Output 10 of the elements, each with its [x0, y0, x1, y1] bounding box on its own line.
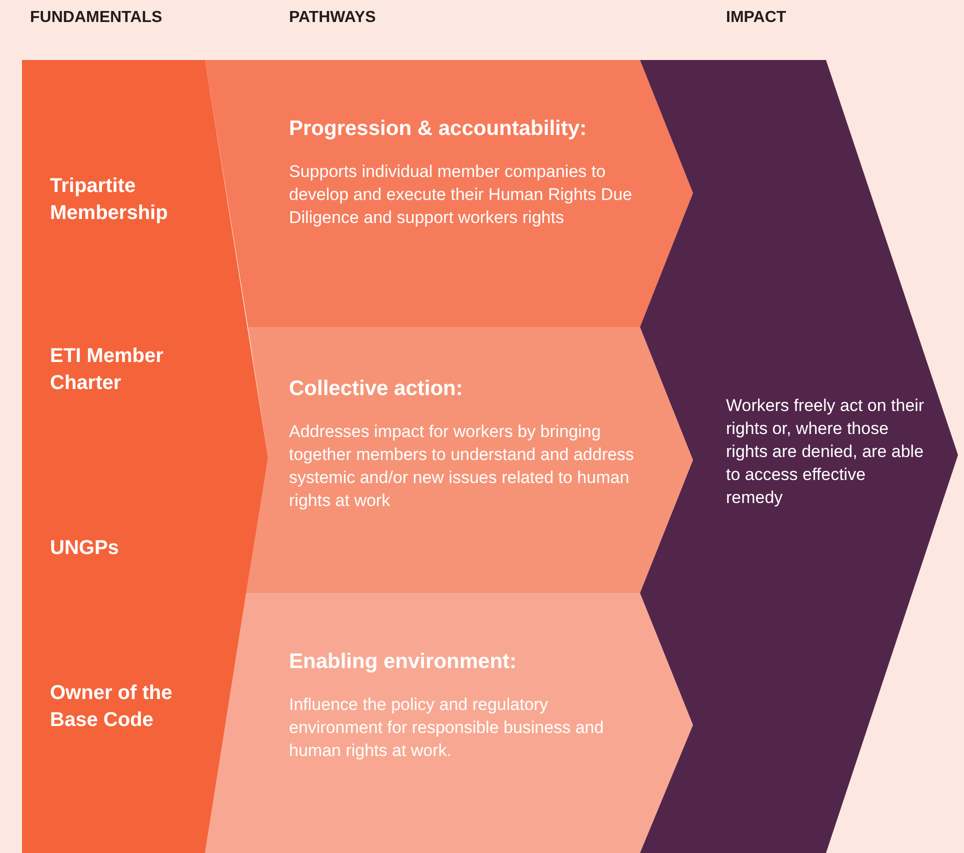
- pathway-description: Addresses impact for workers by bringing together members to understand and address systemic and/or new issues related to human rights at work: [289, 421, 635, 512]
- impact-text: Workers freely act on their rights or, where those rights are denied, are able to access effective remedy: [726, 395, 926, 509]
- fundamental-label: Tripartite Membership: [50, 174, 169, 226]
- fundamental-label: ETI Member Charter: [50, 344, 164, 396]
- pathway-heading: Collective action:: [289, 376, 464, 402]
- column-heading: FUNDAMENTALS: [30, 9, 162, 27]
- column-heading: PATHWAYS: [289, 9, 376, 27]
- fundamental-label: Owner of the Base Code: [50, 681, 174, 733]
- column-heading: IMPACT: [726, 9, 786, 27]
- fundamental-label: UNGPs: [50, 536, 120, 561]
